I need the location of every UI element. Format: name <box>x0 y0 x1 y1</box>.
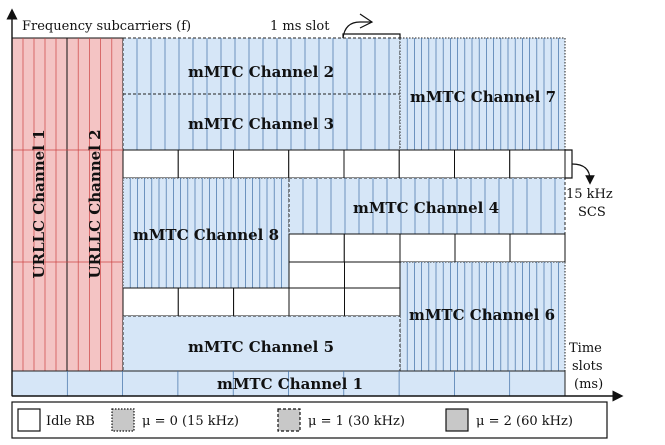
mmtc-channel-6-label: mMTC Channel 6 <box>409 306 555 324</box>
scs-label-line-2: SCS <box>578 205 606 220</box>
idle-rb <box>177 149 234 179</box>
idle-rb <box>454 149 511 179</box>
mmtc-channel-2-3-block <box>122 37 401 151</box>
legend-mu2-label: μ = 2 (60 kHz) <box>476 414 573 429</box>
idle-rb <box>509 149 566 179</box>
idle-rb <box>288 149 345 179</box>
scs-bracket <box>565 149 573 179</box>
idle-row-top <box>122 149 566 179</box>
time-axis-label-line-3: (ms) <box>574 377 603 392</box>
idle-rb <box>233 287 290 317</box>
legend-mu0-swatch <box>111 408 135 432</box>
idle-rb <box>344 261 401 289</box>
mmtc-channel-5-block <box>122 315 401 372</box>
idle-blocks-mid <box>288 233 566 263</box>
legend-idle-swatch <box>17 408 41 432</box>
time-axis-label-line-2: slots <box>572 359 603 374</box>
idle-blocks-low <box>122 261 401 317</box>
urllc-channel-1-block <box>11 37 68 372</box>
urllc-channel-2-block <box>66 37 124 372</box>
idle-rb <box>288 287 345 317</box>
idle-rb <box>343 149 400 179</box>
idle-rb <box>122 149 179 179</box>
mmtc-channel-5-label: mMTC Channel 5 <box>188 338 334 356</box>
legend-idle-label: Idle RB <box>46 414 95 429</box>
idle-rb <box>343 233 401 263</box>
scs-label-line-1: 15 kHz <box>566 187 613 202</box>
slot-annotation-label: 1 ms slot <box>270 19 330 34</box>
idle-rb <box>288 261 345 289</box>
idle-rb <box>177 287 235 317</box>
mmtc-channel-8-label: mMTC Channel 8 <box>133 226 279 244</box>
time-axis-label-line-1: Time <box>569 341 602 356</box>
frequency-axis-label: Frequency subcarriers (f) <box>22 19 191 34</box>
idle-rb <box>288 233 345 263</box>
mmtc-channel-3-label: mMTC Channel 3 <box>188 115 334 133</box>
idle-rb <box>399 233 456 263</box>
legend-mu2-swatch <box>445 408 469 432</box>
urllc-channel-1-label: URLLC Channel 1 <box>30 129 48 278</box>
legend: Idle RB μ = 0 (15 kHz) μ = 1 (30 kHz) μ … <box>11 401 608 439</box>
idle-rb <box>233 149 290 179</box>
scs-arrow <box>571 163 595 185</box>
idle-rb <box>122 287 179 317</box>
urllc-channel-2-label: URLLC Channel 2 <box>86 129 104 278</box>
mmtc-channel-8-block <box>122 177 290 289</box>
mmtc-channel-1-block <box>11 370 566 397</box>
mmtc-channel-1-label: mMTC Channel 1 <box>217 375 363 393</box>
mmtc-channel-2-label: mMTC Channel 2 <box>188 63 334 81</box>
idle-rb <box>454 233 511 263</box>
idle-rb <box>398 149 455 179</box>
legend-mu1-label: μ = 1 (30 kHz) <box>308 414 405 429</box>
idle-rb <box>344 287 401 317</box>
legend-mu1-swatch <box>277 408 301 432</box>
mmtc-channel-7-label: mMTC Channel 7 <box>410 88 556 106</box>
mmtc-channel-6-block <box>399 261 566 372</box>
legend-mu0-label: μ = 0 (15 kHz) <box>142 414 239 429</box>
mmtc-channel-7-block <box>399 37 566 151</box>
mmtc-channel-4-label: mMTC Channel 4 <box>353 199 499 217</box>
mmtc-channel-4-block <box>288 177 566 235</box>
idle-rb <box>509 233 566 263</box>
